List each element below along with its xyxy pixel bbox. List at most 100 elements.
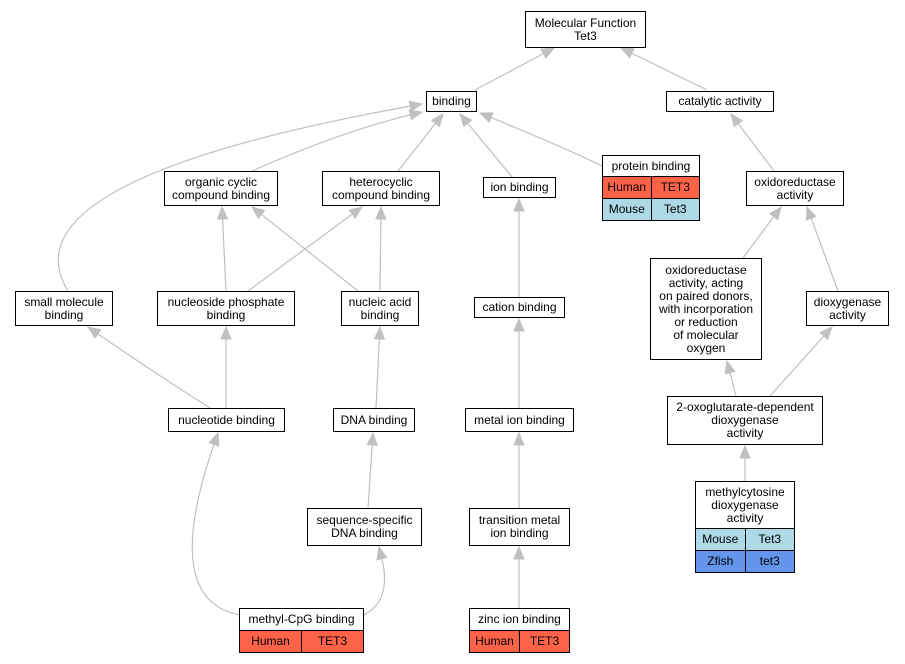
go-term-cation-binding[interactable]: cation binding <box>474 297 565 318</box>
go-term-label: Molecular Function Tet3 <box>534 15 637 43</box>
go-term-dioxygenase[interactable]: dioxygenase activity <box>806 291 889 326</box>
go-term-label: protein binding <box>611 158 691 173</box>
edge-oxidoreductase-to-catalytic <box>737 123 775 172</box>
edge-protein_binding-to-binding <box>490 117 603 167</box>
go-term-label: 2-oxoglutarate-dependent dioxygenase act… <box>676 400 814 440</box>
edge-nucleoside_phosphate-to-heterocyclic <box>247 213 353 292</box>
species-cell: Human <box>475 634 514 648</box>
go-term-nucleoside-phosphate[interactable]: nucleoside phosphate binding <box>157 291 295 326</box>
go-term-dna-binding[interactable]: DNA binding <box>333 408 415 432</box>
go-term-nucleic-acid[interactable]: nucleic acid binding <box>341 291 419 326</box>
gene-cell: TET3 <box>650 177 700 198</box>
annotation-row: Human TET3 <box>240 630 363 652</box>
edge-oxido_paired-to-oxidoreductase <box>742 216 775 259</box>
arrowhead-icon <box>819 326 833 341</box>
gene-cell: TET3 <box>301 631 363 652</box>
arrowhead-icon <box>208 431 220 447</box>
arrowhead-icon <box>220 325 232 340</box>
edge-binding-to-mf <box>474 53 544 91</box>
arrowhead-icon <box>513 545 525 560</box>
go-term-label: heterocyclic compound binding <box>331 174 431 202</box>
go-term-label: ion binding <box>490 180 549 194</box>
go-term-label: metal ion binding <box>474 412 565 427</box>
arrowhead-icon <box>805 205 817 221</box>
arrowhead-icon <box>216 205 229 220</box>
edge-nucleotide_binding-to-small_molecule <box>97 333 211 409</box>
arrowhead-icon <box>86 326 102 339</box>
go-term-label: oxidoreductase activity <box>754 174 836 202</box>
edge-oxoglutarate-to-oxido_paired <box>729 372 737 397</box>
go-term-mf[interactable]: Molecular Function Tet3 <box>525 11 646 48</box>
go-term-label: binding <box>432 94 471 108</box>
go-term-organic-cyclic[interactable]: organic cyclic compound binding <box>164 171 278 206</box>
arrowhead-icon <box>375 205 387 220</box>
edge-nucleic_acid-to-organic_cyclic <box>261 213 359 292</box>
arrowhead-icon <box>730 112 744 128</box>
arrowhead-icon <box>513 317 525 332</box>
arrowhead-icon <box>513 197 525 212</box>
species-cell: Mouse <box>608 202 645 216</box>
arrowhead-icon <box>478 112 494 124</box>
go-term-ion-binding[interactable]: ion binding <box>483 177 556 198</box>
arrowhead-icon <box>408 100 424 112</box>
arrowhead-icon <box>540 47 556 59</box>
go-term-label: zinc ion binding <box>478 612 561 626</box>
arrowhead-icon <box>619 47 635 59</box>
go-term-binding[interactable]: binding <box>426 91 477 112</box>
edge-dna_binding-to-nucleic_acid <box>375 338 381 409</box>
go-term-label: DNA binding <box>340 412 408 427</box>
edge-catalytic-to-mf <box>631 52 708 91</box>
species-cell: Mouse <box>702 532 739 546</box>
go-term-metal-ion[interactable]: metal ion binding <box>465 408 574 432</box>
go-term-label: organic cyclic compound binding <box>171 174 271 202</box>
edge-ion_binding-to-binding <box>467 122 513 178</box>
go-term-oxido-paired[interactable]: oxidoreductase activity, acting on paire… <box>650 258 762 360</box>
go-term-label: methyl-CpG binding <box>248 612 355 626</box>
go-term-label: catalytic activity <box>678 94 762 108</box>
edge-organic_cyclic-to-binding <box>251 114 411 172</box>
go-term-transition-metal[interactable]: transition metal ion binding <box>469 508 570 546</box>
edge-dioxygenase-to-oxidoreductase <box>810 218 839 292</box>
arrowhead-icon <box>768 205 782 221</box>
annotation-row: Human TET3 <box>470 630 569 652</box>
go-term-seq-specific[interactable]: sequence-specific DNA binding <box>307 508 422 546</box>
species-cell: Zfish <box>707 554 734 568</box>
edge-heterocyclic-to-binding <box>397 123 437 172</box>
go-term-label: nucleic acid binding <box>348 294 412 322</box>
species-cell: Human <box>251 634 290 648</box>
annotation-row: Zfish tet3 <box>696 550 794 572</box>
arrowhead-icon <box>250 206 266 220</box>
arrowhead-icon <box>430 112 444 128</box>
arrowhead-icon <box>376 545 388 561</box>
arrowhead-icon <box>513 431 525 446</box>
go-term-label: small molecule binding <box>24 294 104 322</box>
edge-oxoglutarate-to-dioxygenase <box>769 335 825 397</box>
go-term-oxidoreductase[interactable]: oxidoreductase activity <box>746 171 844 206</box>
gene-cell: TET3 <box>519 631 569 652</box>
go-term-label: cation binding <box>482 300 557 314</box>
edge-methyl_cpg-to-seq_specific <box>363 558 386 616</box>
arrowhead-icon <box>724 359 736 375</box>
go-term-label: nucleoside phosphate binding <box>167 294 285 322</box>
go-term-label: dioxygenase activity <box>813 294 882 322</box>
arrowhead-icon <box>348 206 364 220</box>
arrowhead-icon <box>366 431 378 446</box>
go-term-heterocyclic[interactable]: heterocyclic compound binding <box>322 171 440 206</box>
go-term-nucleotide-binding[interactable]: nucleotide binding <box>168 408 285 432</box>
go-term-oxoglutarate[interactable]: 2-oxoglutarate-dependent dioxygenase act… <box>667 396 823 445</box>
gene-cell: tet3 <box>744 551 795 572</box>
go-term-catalytic[interactable]: catalytic activity <box>666 91 774 112</box>
arrowhead-icon <box>408 109 424 121</box>
go-term-small-molecule[interactable]: small molecule binding <box>15 291 113 326</box>
edge-seq_specific-to-dna_binding <box>367 444 373 509</box>
arrowhead-icon <box>459 112 473 128</box>
edge-small_molecule-to-binding <box>57 105 411 292</box>
